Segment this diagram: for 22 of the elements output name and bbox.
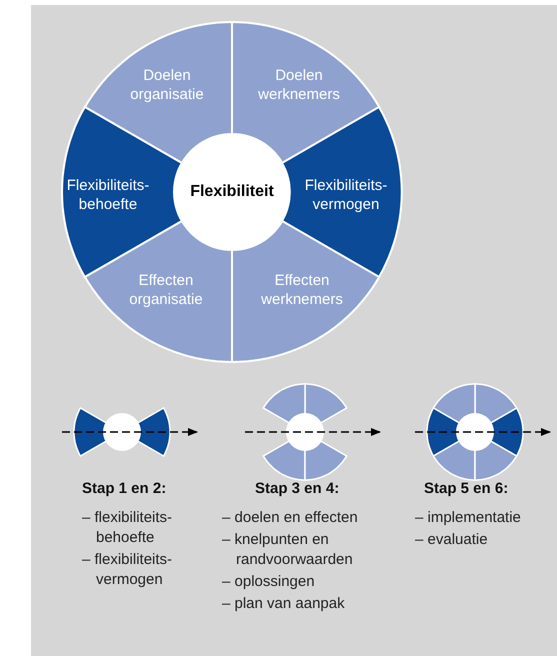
step-heading: Stap 3 en 4: bbox=[255, 480, 340, 497]
wheel-segment bbox=[232, 221, 380, 362]
segment-label: Doelen werknemers bbox=[257, 66, 341, 104]
segment-label: Flexibiliteits- vermogen bbox=[304, 176, 388, 214]
list-item: – knelpunten en randvoorwaarden bbox=[222, 530, 354, 570]
step-heading: Stap 1 en 2: bbox=[82, 480, 166, 497]
wheel-segment bbox=[84, 22, 232, 163]
wheel-segment bbox=[232, 22, 380, 163]
list-item: – plan van aanpak bbox=[222, 594, 346, 614]
list-item: – evaluatie bbox=[415, 530, 489, 550]
step-heading: Stap 5 en 6: bbox=[424, 480, 508, 497]
segment-label: Effecten organisatie bbox=[128, 271, 204, 309]
list-item: – flexibiliteits- behoefte bbox=[82, 508, 174, 548]
list-item: – flexibiliteits- vermogen bbox=[82, 550, 174, 590]
segment-label: Flexibiliteits- behoefte bbox=[66, 176, 150, 214]
segment-label: Effecten werknemers bbox=[260, 271, 344, 309]
wheel-segment bbox=[84, 221, 232, 362]
list-item: – implementatie bbox=[415, 508, 522, 528]
list-item: – doelen en effecten bbox=[222, 508, 359, 528]
list-item: – oplossingen bbox=[222, 572, 316, 592]
center-label: Flexibiliteit bbox=[190, 183, 274, 201]
segment-label: Doelen organisatie bbox=[129, 66, 205, 104]
